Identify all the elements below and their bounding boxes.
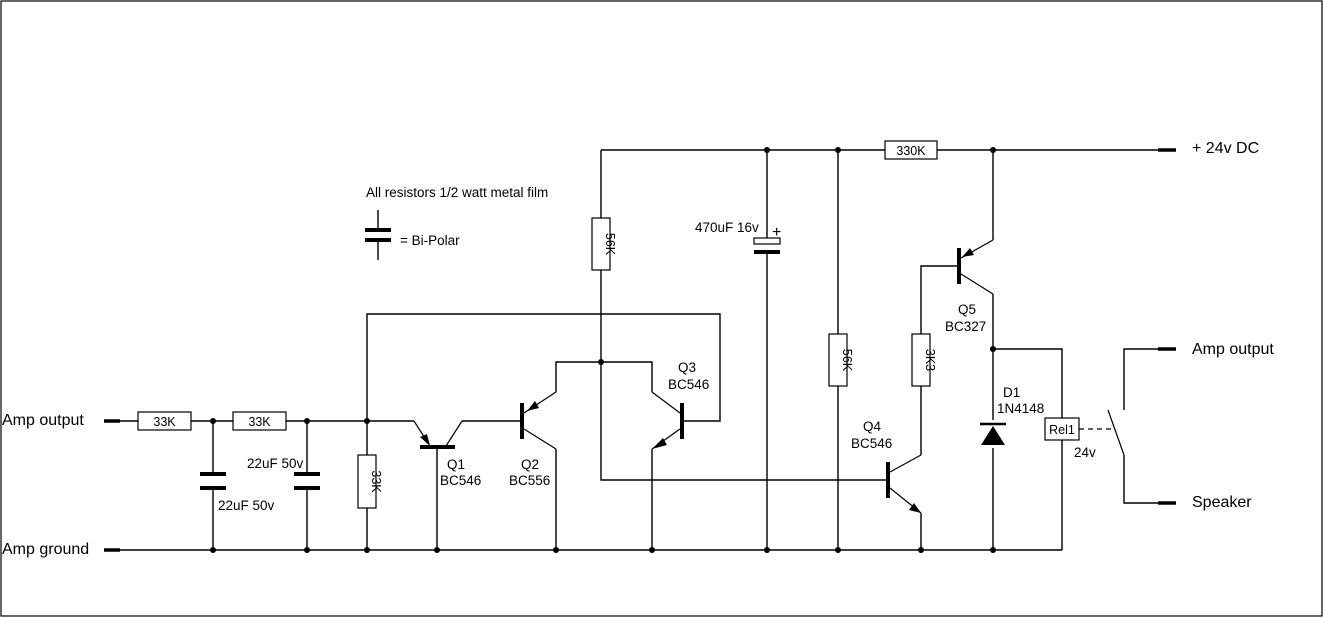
junctions	[210, 147, 996, 553]
resistor-r7-value: 330K	[896, 144, 926, 158]
transistor-q2-ref: Q2	[521, 457, 539, 472]
resistor-r6: 3K3	[911, 333, 937, 387]
note-resistors: All resistors 1/2 watt metal film	[366, 185, 548, 200]
relay-rel1-voltage: 24v	[1074, 445, 1096, 460]
resistor-r4-value: 56K	[603, 233, 617, 256]
capacitor-c3-value: 470uF 16v	[695, 220, 759, 235]
transistor-q2-type: BC556	[509, 473, 550, 488]
resistor-r2-value: 33K	[248, 415, 271, 429]
bipolar-capacitor-legend: = Bi-Polar	[365, 210, 460, 260]
capacitor-c3: 470uF 16v +	[695, 220, 781, 254]
wires	[120, 149, 1158, 551]
transistor-q5-ref: Q5	[958, 302, 976, 317]
transistor-q5: Q5 BC327	[945, 239, 994, 334]
transistor-q5-type: BC327	[945, 319, 986, 334]
transistor-q4-ref: Q4	[863, 419, 882, 434]
label-amp-output-out: Amp output	[1192, 341, 1274, 358]
relay-rel1: Rel1 24v	[1044, 409, 1125, 460]
transistor-q4-type: BC546	[851, 436, 892, 451]
diode-d1: D1 1N4148	[980, 385, 1044, 445]
resistor-r6-value: 3K3	[923, 349, 937, 371]
diode-d1-type: 1N4148	[997, 401, 1044, 416]
capacitor-c1-value: 22uF 50v	[218, 498, 275, 513]
resistor-r1-value: 33K	[153, 415, 176, 429]
capacitor-c1: 22uF 50v	[200, 472, 275, 513]
relay-rel1-ref: Rel1	[1049, 423, 1075, 437]
resistor-r1: 33K	[137, 411, 192, 431]
label-amp-output-in: Amp output	[2, 412, 84, 429]
terminal-amp-output-in: Amp output	[2, 412, 120, 429]
terminal-amp-output-out: Amp output	[1158, 341, 1274, 358]
capacitor-c2-value: 22uF 50v	[247, 456, 304, 471]
label-amp-ground: Amp ground	[2, 541, 89, 558]
resistor-r7: 330K	[884, 140, 938, 160]
transistor-q2: Q2 BC556	[509, 391, 557, 488]
transistor-q1-type: BC546	[440, 473, 481, 488]
transistor-q3: Q3 BC546	[651, 360, 709, 450]
resistor-r3-value: 33K	[369, 470, 383, 493]
transistor-q3-ref: Q3	[678, 360, 696, 375]
terminal-supply: + 24v DC	[1158, 140, 1259, 157]
transistor-q3-type: BC546	[668, 377, 709, 392]
label-supply: + 24v DC	[1192, 140, 1259, 157]
resistor-r4: 56K	[591, 217, 617, 271]
capacitor-c2: 22uF 50v	[247, 456, 320, 490]
terminal-amp-ground: Amp ground	[2, 541, 120, 558]
label-speaker: Speaker	[1192, 494, 1252, 511]
diode-d1-ref: D1	[1003, 385, 1020, 400]
terminal-speaker: Speaker	[1158, 494, 1252, 511]
resistor-r2: 33K	[232, 411, 287, 431]
resistor-r5-value: 56K	[840, 349, 854, 372]
relay-switch-contact	[1107, 409, 1125, 456]
capacitor-c3-polarity: +	[772, 224, 781, 241]
resistor-r5: 56K	[828, 333, 854, 387]
note-bipolar: = Bi-Polar	[400, 233, 460, 248]
resistor-r3: 33K	[357, 454, 383, 509]
transistor-q4: Q4 BC546	[851, 419, 922, 514]
transistor-q1-ref: Q1	[447, 457, 465, 472]
transistor-q1: Q1 BC546	[413, 420, 481, 488]
